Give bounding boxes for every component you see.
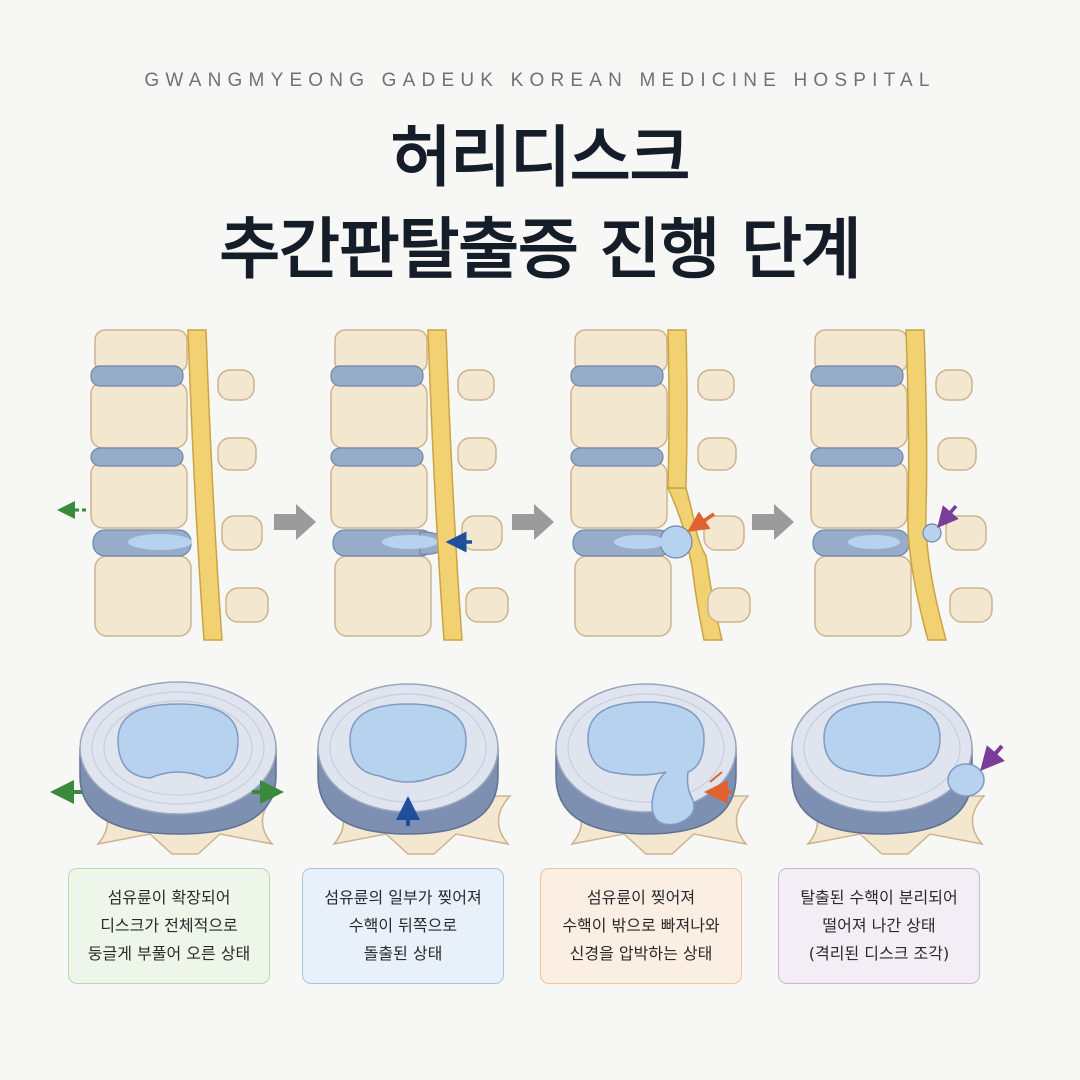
stage-4-disc-cross-section (791, 683, 1005, 855)
stage-1-caption-line: 둥글게 부풀어 오른 상태 (87, 944, 251, 963)
stage-1-disc-cross-section (50, 681, 284, 855)
disc-herniation-diagram (50, 329, 1005, 855)
stage-4-caption-line: (격리된 디스크 조각) (808, 944, 950, 963)
stage-2-caption-line: 섬유륜의 일부가 찢어져 (324, 888, 482, 907)
title-line-2: 추간판탈출증 진행 단계 (219, 211, 861, 288)
stage-3-disc-cross-section (555, 683, 750, 855)
stage-4-caption-line: 떨어져 나간 상태 (822, 916, 936, 935)
stage-3-caption: 섬유륜이 찢어져 수핵이 밖으로 빠져나와 신경을 압박하는 상태 (540, 868, 742, 984)
flow-arrow-3 (752, 504, 794, 540)
stage-3-caption-line: 섬유륜이 찢어져 (586, 888, 696, 907)
stage-3-caption-line: 신경을 압박하는 상태 (569, 944, 713, 963)
stage-4-caption: 탈출된 수핵이 분리되어 떨어져 나간 상태 (격리된 디스크 조각) (778, 868, 980, 984)
title-line-1: 허리디스크 (390, 119, 691, 196)
flow-arrow-1 (274, 504, 316, 540)
page-title: 허리디스크 추간판탈출증 진행 단계 (0, 112, 1080, 296)
stage-3-caption-line: 수핵이 밖으로 빠져나와 (562, 916, 720, 935)
stage-3-spine-illustration (570, 329, 751, 641)
stage-2-caption: 섬유륜의 일부가 찢어져 수핵이 뒤쪽으로 돌출된 상태 (302, 868, 504, 984)
stage-2-caption-line: 수핵이 뒤쪽으로 (348, 916, 458, 935)
stage-1-caption: 섬유륜이 확장되어 디스크가 전체적으로 둥글게 부풀어 오른 상태 (68, 868, 270, 984)
stage-2-spine-illustration (330, 329, 509, 641)
stage-2-disc-cross-section (317, 683, 512, 855)
flow-arrow-2 (512, 504, 554, 540)
stage-1-caption-line: 디스크가 전체적으로 (100, 916, 238, 935)
stage-1-spine-illustration (57, 329, 269, 641)
stage-2-caption-line: 돌출된 상태 (363, 944, 443, 963)
hospital-name: GWANGMYEONG GADEUK KOREAN MEDICINE HOSPI… (144, 70, 936, 91)
stage-4-caption-line: 탈출된 수핵이 분리되어 (800, 888, 958, 907)
stage-4-spine-illustration (810, 329, 993, 641)
stage-1-caption-line: 섬유륜이 확장되어 (107, 888, 231, 907)
